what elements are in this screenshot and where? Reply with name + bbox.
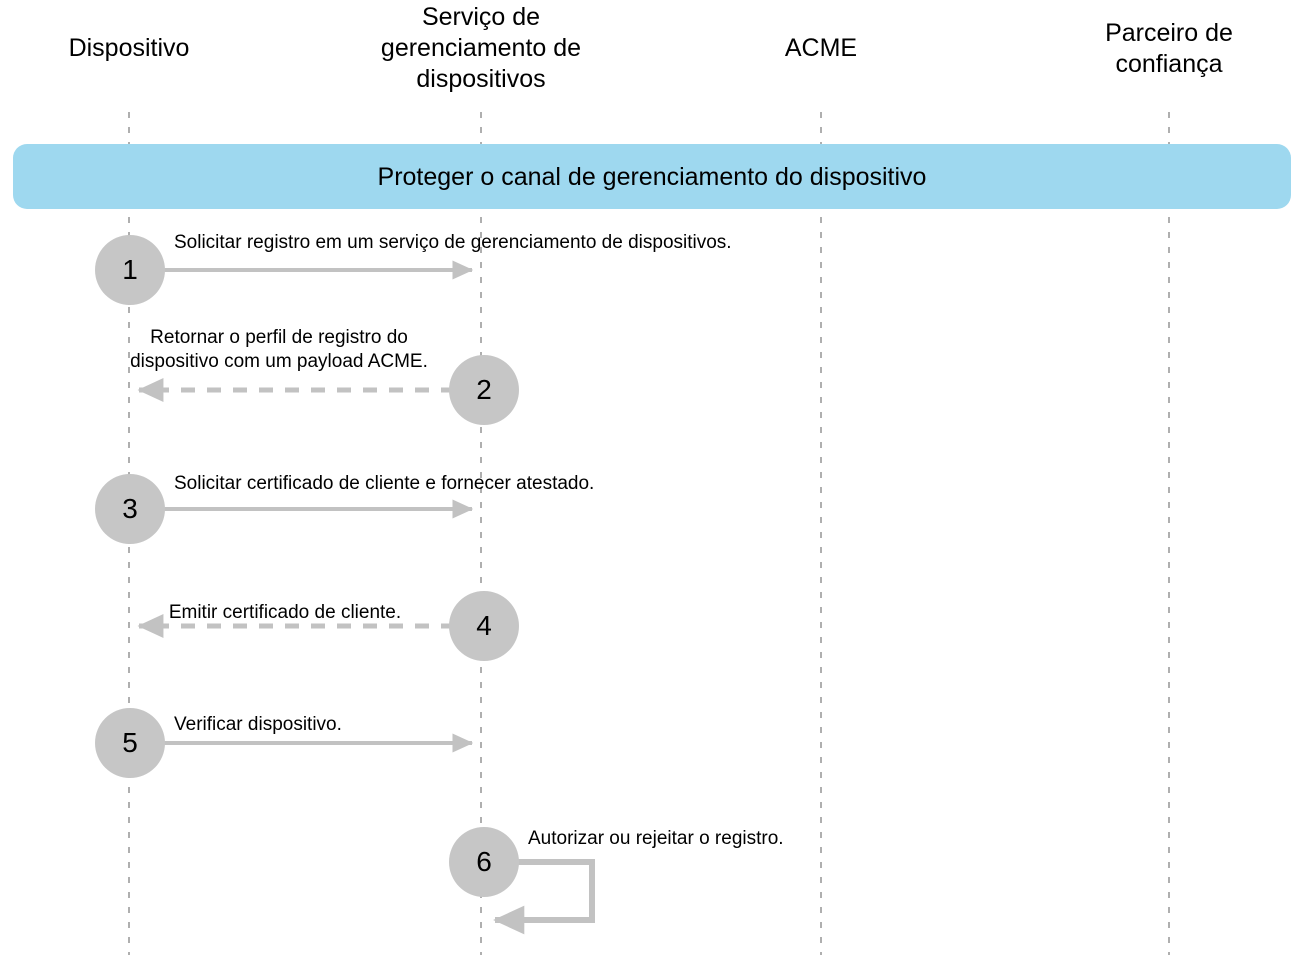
- actor-header-parceiro-confianca: Parceiro de confiança: [1105, 19, 1233, 78]
- step-1-message: Solicitar registro em um serviço de gere…: [174, 232, 732, 253]
- secure-channel-banner-label: Proteger o canal de gerenciamento do dis…: [377, 163, 927, 191]
- step-3-number: 3: [122, 493, 138, 524]
- step-4-number: 4: [476, 610, 492, 641]
- step-6-number: 6: [476, 846, 492, 877]
- step-6-badge: [449, 827, 519, 897]
- step-3-message: Solicitar certificado de cliente e forne…: [174, 473, 595, 494]
- step-2-badge: [449, 355, 519, 425]
- step-5-message: Verificar dispositivo.: [174, 714, 342, 735]
- actor-header-acme: ACME: [784, 34, 858, 62]
- step-1-badge: [95, 235, 165, 305]
- step-4-badge: [449, 591, 519, 661]
- secure-channel-banner: [13, 144, 1291, 209]
- step-5-badge: [95, 708, 165, 778]
- step-1-number: 1: [122, 254, 138, 285]
- actor-header-dispositivo: Dispositivo: [68, 34, 190, 62]
- step-2-message: Retornar o perfil de registro do disposi…: [130, 327, 428, 372]
- actor-header-servico-gerenciamento: Serviço de gerenciamento de dispositivos: [380, 3, 582, 93]
- step-6-message: Autorizar ou rejeitar o registro.: [528, 828, 784, 849]
- step-3-badge: [95, 474, 165, 544]
- step-5-number: 5: [122, 727, 138, 758]
- step-6-self-loop-arrow: [493, 859, 595, 935]
- step-4-message: Emitir certificado de cliente.: [168, 602, 402, 623]
- step-2-number: 2: [476, 374, 492, 405]
